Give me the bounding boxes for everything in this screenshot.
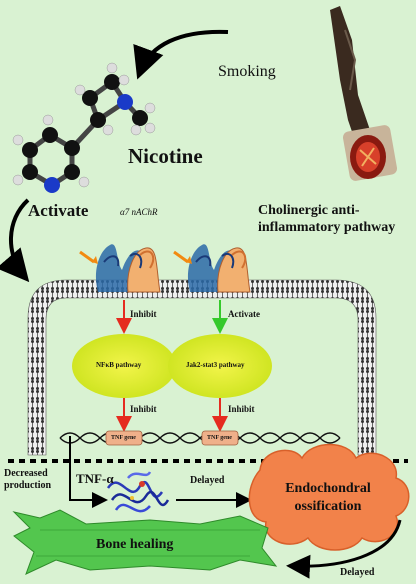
bone-shape	[12, 509, 278, 575]
smoking-arrow	[133, 29, 229, 80]
smoking-label: Smoking	[218, 63, 276, 80]
jak-ellipse	[168, 334, 272, 398]
receptor-right-icon	[173, 244, 251, 293]
inhibit-label-left-2: Inhibit	[130, 404, 157, 414]
bone-texture	[36, 529, 260, 557]
inhibit-label-right-2: Inhibit	[228, 404, 255, 414]
delayed-label-1: Delayed	[190, 475, 225, 486]
nfkb-ellipse	[72, 334, 176, 398]
dna-strand-icon	[59, 432, 341, 444]
tnf-alpha-protein-icon	[106, 471, 170, 513]
tnf-gene-label-right: TNF gene	[207, 435, 232, 441]
delayed-arrow-2	[286, 519, 402, 579]
bone-healing-label: Bone healing	[96, 537, 174, 552]
activate-arrow	[0, 198, 30, 283]
nicotine-molecule-icon	[12, 62, 156, 193]
tnf-alpha-label: TNF-α	[76, 471, 114, 486]
pathway-title: Cholinergic anti-inflammatory pathway	[258, 203, 396, 235]
delayed-label-2: Delayed	[340, 567, 375, 578]
decreased-label: Decreased production	[4, 468, 52, 491]
endochondral-label: Endochondral ossification	[285, 481, 371, 514]
tnf-gene-box-left	[105, 430, 143, 446]
endochondral-cloud	[248, 443, 410, 551]
activate-label: Activate	[28, 201, 89, 220]
nicotine-label: Nicotine	[128, 144, 203, 168]
receptor-label: α7 nAChR	[120, 207, 158, 217]
jak-label: Jak2-stat3 pathway	[186, 361, 245, 369]
inhibit-label-left: Inhibit	[130, 309, 157, 319]
cigarette-icon	[330, 6, 398, 181]
nfkb-label: NFκB pathway	[96, 361, 142, 369]
receptor-left-icon	[79, 244, 161, 293]
tnf-gene-box-right	[201, 430, 239, 446]
tnf-gene-label-left: TNF gene	[111, 435, 136, 441]
activate-label-right: Activate	[228, 309, 260, 319]
decreased-arrow	[69, 436, 108, 508]
